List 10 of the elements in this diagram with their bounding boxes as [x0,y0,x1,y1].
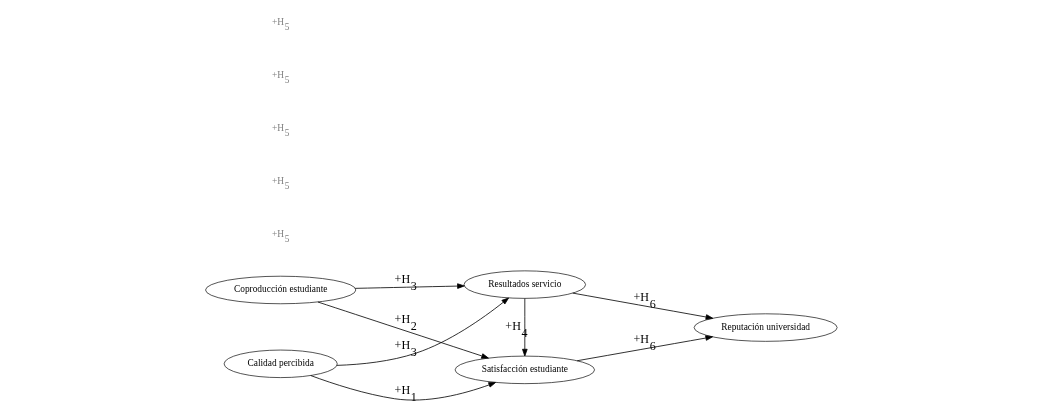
arrow [354,283,465,289]
arrow [576,335,713,362]
arrow [317,301,489,359]
arrow [336,297,509,366]
node-ellipse: Resultados servicio [463,270,586,299]
arrow [521,298,528,357]
arrow [309,375,496,401]
arrow [571,292,713,320]
node-ellipse: Coproducción estudiante [204,275,356,305]
node-ellipse: Calidad percibida [223,349,338,378]
